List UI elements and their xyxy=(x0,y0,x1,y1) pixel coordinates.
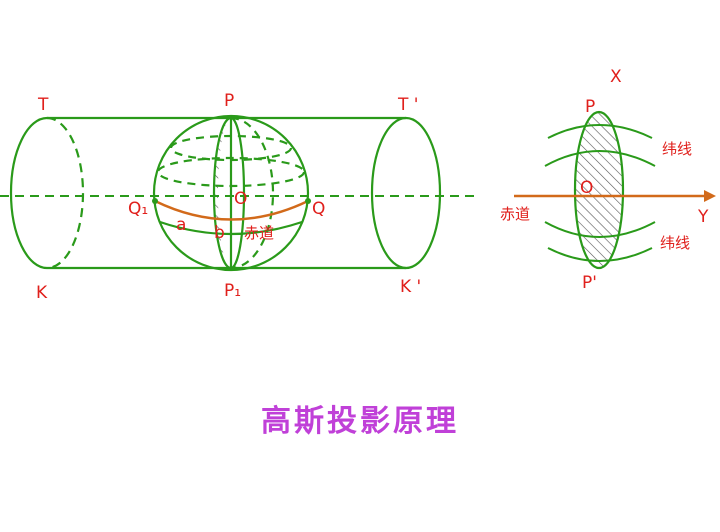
label-latitude-bottom: 纬线 xyxy=(660,234,690,252)
page-title: 高斯投影原理 xyxy=(261,404,459,439)
sphere xyxy=(152,114,310,272)
label-Q1: Q₁ xyxy=(128,199,148,219)
parallel-bottom-1 xyxy=(544,221,656,238)
point-Q1 xyxy=(152,198,158,204)
label-O: O xyxy=(234,189,247,209)
cylinder xyxy=(9,116,442,270)
label-X: X xyxy=(610,67,622,87)
label-P1: P₁ xyxy=(224,281,241,301)
back-meridian xyxy=(230,116,275,270)
cylinder-right-end xyxy=(370,116,442,270)
label-K-prime: K ' xyxy=(400,277,421,297)
parallel-top-2 xyxy=(544,150,656,167)
latitude-lower xyxy=(159,220,303,236)
label-T: T xyxy=(37,95,49,115)
label-b: b xyxy=(214,223,225,243)
label-O-right: O xyxy=(580,178,593,198)
label-Q: Q xyxy=(312,199,325,219)
label-P: P xyxy=(224,91,234,111)
label-Y: Y xyxy=(697,207,709,227)
label-K: K xyxy=(36,283,48,303)
zone-meridian-left xyxy=(212,116,232,270)
latitude-upper-1 xyxy=(169,134,293,162)
sphere-outline xyxy=(152,114,310,272)
parallel-bottom-2 xyxy=(547,247,653,262)
y-axis-arrowhead xyxy=(704,190,716,202)
hatched-zone xyxy=(214,118,231,268)
label-equator-right: 赤道 xyxy=(500,205,530,223)
equator-arc xyxy=(154,199,309,221)
zone-meridian-right xyxy=(230,116,246,270)
label-T-prime: T ' xyxy=(397,95,418,115)
label-P-right: P xyxy=(585,97,595,117)
label-P-prime: P' xyxy=(582,273,597,293)
projected-zone xyxy=(514,110,716,270)
latitude-upper-2 xyxy=(156,156,306,188)
cylinder-left-end-back xyxy=(46,116,85,270)
label-a: a xyxy=(176,215,186,235)
parallel-top-1 xyxy=(547,124,653,139)
cylinder-left-end-front xyxy=(9,116,48,270)
label-equator-left: 赤道 xyxy=(244,224,274,242)
label-latitude-top: 纬线 xyxy=(662,140,692,158)
zone-outline xyxy=(573,110,625,270)
point-Q xyxy=(305,198,311,204)
